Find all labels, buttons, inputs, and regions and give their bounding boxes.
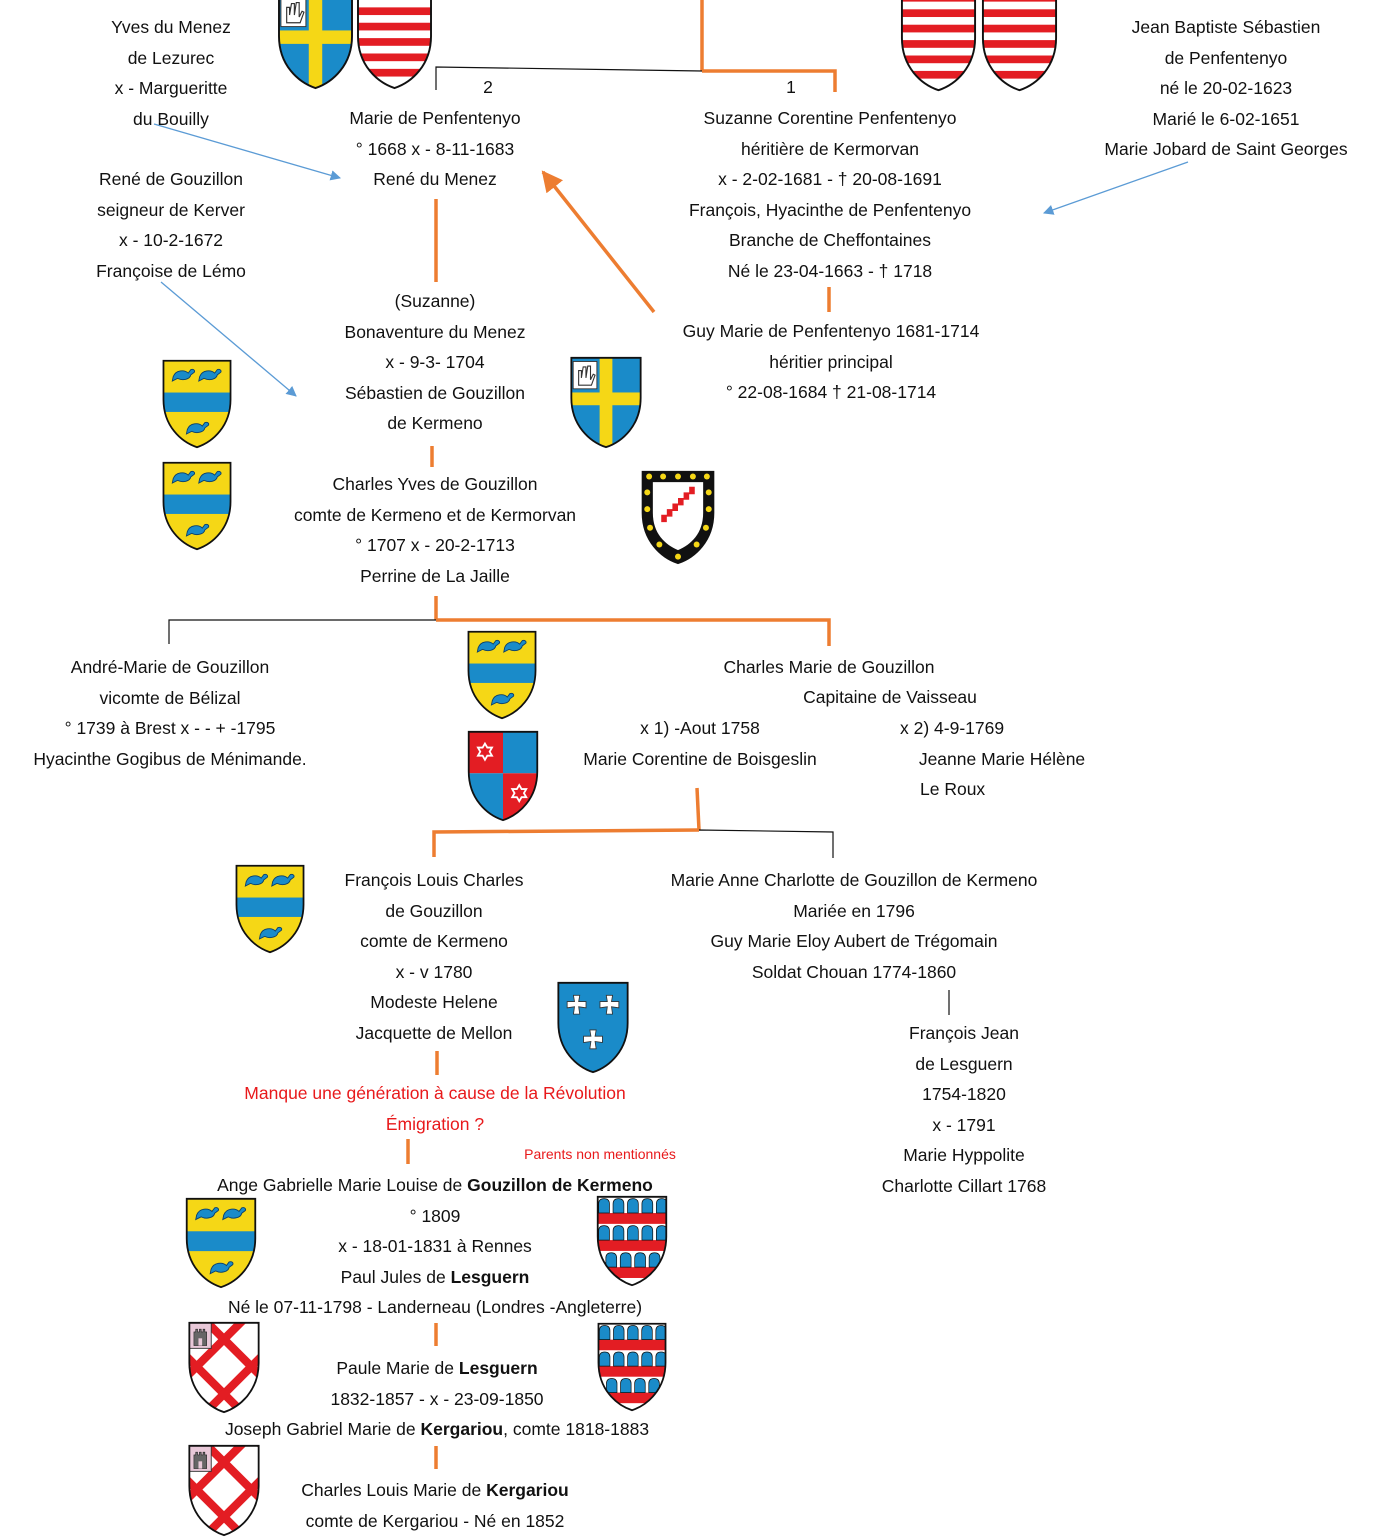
person-francois-louis-charles: François Louis Charles de Gouzillon comt… — [344, 870, 524, 1043]
red-white-barry-shield-icon — [356, 0, 433, 90]
person-bonaventure-du-menez: (Suzanne) Bonaventure du Menez x - 9-3- … — [344, 291, 526, 433]
person-charles-marie-name: Charles Marie de Gouzillon — [723, 657, 935, 677]
barry-vair-shield-icon — [594, 1195, 670, 1287]
person-jean-baptiste: Jean Baptiste Sébastien de Penfentenyo n… — [1104, 17, 1348, 159]
line-branch2-orange — [432, 828, 700, 857]
gouzillon-birds-shield-icon — [464, 630, 540, 720]
person-charles-marie-marriage-1: x 1) -Aout 1758 Marie Corentine de Boisg… — [583, 718, 817, 769]
person-yves-du-menez: Yves du Menez de Lezurec x - Margueritte… — [111, 17, 231, 129]
barry-vair-shield-icon — [594, 1322, 670, 1412]
person-ange-gabrielle: Ange Gabrielle Marie Louise de Gouzillon… — [217, 1175, 653, 1317]
gouzillon-birds-shield-icon — [182, 1197, 260, 1289]
line-branch-orange — [436, 618, 831, 646]
missing-generation-note: Manque une génération à cause de la Révo… — [244, 1083, 626, 1134]
arrow-rene — [160, 281, 297, 397]
red-white-barry-shield-icon — [981, 0, 1058, 94]
person-charles-marie-title: Capitaine de Vaisseau — [803, 687, 977, 707]
red-white-barry-shield-icon — [900, 0, 977, 94]
gouzillon-birds-shield-icon — [232, 864, 308, 954]
person-marie-anne-charlotte: Marie Anne Charlotte de Gouzillon de Ker… — [670, 870, 1038, 982]
arrow-yves — [153, 123, 341, 181]
fretty-tower-shield-icon — [185, 1321, 263, 1414]
person-suzanne-corentine: Suzanne Corentine Penfentenyo héritière … — [688, 108, 972, 281]
fretty-tower-shield-icon — [185, 1444, 263, 1537]
person-rene-de-gouzillon: René de Gouzillon seigneur de Kerver x -… — [96, 169, 246, 281]
parents-not-mentioned-note: Parents non mentionnés — [524, 1146, 676, 1162]
person-charles-louis-marie: Charles Louis Marie de Kergariou comte d… — [301, 1480, 569, 1531]
person-charles-marie-marriage-2: x 2) 4-9-1769 Jeanne Marie Hélène Le Rou… — [900, 718, 1086, 799]
line-branch2-black — [433, 829, 834, 858]
arrow-jean-baptiste — [1043, 161, 1189, 215]
person-francois-jean-de-lesguern: François Jean de Lesguern 1754-1820 x - … — [881, 1023, 1047, 1196]
bordure-bezants-shield-icon — [633, 470, 723, 565]
branch-number-2: 2 — [483, 77, 493, 97]
three-crosses-shield-icon — [554, 981, 632, 1074]
person-marie-de-penfentenyo: Marie de Penfentenyo ° 1668 x - 8-11-168… — [349, 108, 521, 189]
gouzillon-birds-shield-icon — [159, 461, 235, 551]
blue-cross-hand-shield-icon — [568, 356, 644, 449]
person-andre-marie-de-gouzillon: André-Marie de Gouzillon vicomte de Béli… — [33, 657, 307, 769]
line-top-orange-right — [702, 69, 837, 92]
gouzillon-birds-shield-icon — [159, 359, 235, 449]
line-charlesmarie-down — [695, 787, 701, 831]
person-paule-marie: Paule Marie de Lesguern 1832-1857 - x - … — [224, 1358, 650, 1439]
quarterly-stars-shield-icon — [465, 730, 541, 822]
arrow-guy-marie — [541, 170, 656, 314]
person-charles-yves-de-gouzillon: Charles Yves de Gouzillon comte de Kerme… — [293, 474, 577, 586]
blue-cross-hand-shield-icon — [277, 0, 354, 90]
branch-number-1: 1 — [786, 77, 796, 97]
person-guy-marie-de-penfentenyo: Guy Marie de Penfentenyo 1681-1714 hérit… — [682, 321, 980, 402]
